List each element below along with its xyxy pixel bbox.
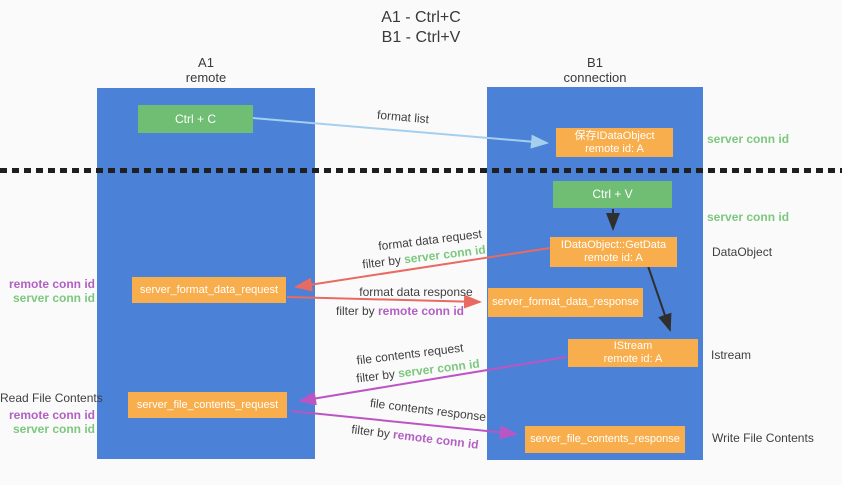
lane-a-subtitle: remote xyxy=(185,70,227,85)
format-request-label: server_format_data_request xyxy=(139,283,279,296)
ctrl-c-label: Ctrl + C xyxy=(174,111,216,126)
right-istream-label: Istream xyxy=(711,348,752,362)
filter-by-text: filter by xyxy=(350,422,395,442)
getdata-line2: remote id: A xyxy=(584,252,643,264)
left-remote-conn-id-upper: remote conn id xyxy=(8,277,95,291)
left-server-conn-id-upper: server conn id xyxy=(12,291,95,305)
lane-a-header: A1 remote xyxy=(97,55,315,85)
lane-b-name: B1 xyxy=(587,55,603,70)
istream-line2: remote id: A xyxy=(603,353,663,365)
label-format-list: format list xyxy=(376,107,430,127)
dotted-divider-line xyxy=(0,168,842,173)
node-istream: IStream remote id: A xyxy=(568,339,698,367)
label-format-data-response: format data response xyxy=(359,285,473,299)
node-idataobject-getdata: IDataObject::GetData remote id: A xyxy=(550,237,677,267)
save-idataobject-line1: 保存IDataObject xyxy=(574,129,655,142)
getdata-line1: IDataObject::GetData xyxy=(560,239,667,251)
title-line-1: A1 - Ctrl+C xyxy=(381,9,461,26)
node-save-idataobject: 保存IDataObject remote id: A xyxy=(556,128,673,157)
left-server-conn-id-lower: server conn id xyxy=(12,422,95,436)
node-server-file-contents-response: server_file_contents_response xyxy=(525,426,685,453)
label-filter-by-remote-conn-id-1: filter by remote conn id xyxy=(336,304,464,318)
right-server-conn-id-top: server conn id xyxy=(707,132,790,146)
write-file-contents-label: Write File Contents xyxy=(712,431,814,445)
node-server-file-contents-request: server_file_contents_request xyxy=(128,392,287,418)
remote-conn-id-text: remote conn id xyxy=(378,304,465,318)
title-line-2: B1 - Ctrl+V xyxy=(381,29,461,46)
save-idataobject-line2: remote id: A xyxy=(585,142,644,155)
left-remote-conn-id-lower: remote conn id xyxy=(8,408,95,422)
filter-by-text: filter by xyxy=(355,366,399,386)
filter-by-text: filter by xyxy=(361,252,405,272)
node-ctrl-c: Ctrl + C xyxy=(138,105,253,133)
ctrl-v-label: Ctrl + V xyxy=(592,187,633,201)
lane-b-subtitle: connection xyxy=(563,70,627,85)
left-label-block-lower: Read File Contents remote conn id server… xyxy=(0,391,103,436)
label-file-contents-response: file contents response xyxy=(369,395,487,425)
istream-line1: IStream xyxy=(613,340,653,352)
right-server-conn-id-mid: server conn id xyxy=(707,210,790,224)
right-dataobject-label: DataObject xyxy=(712,245,773,259)
diagram-title: A1 - Ctrl+C B1 - Ctrl+V xyxy=(0,8,842,48)
format-response-label: server_format_data_response xyxy=(492,296,639,308)
node-server-format-data-request: server_format_data_request xyxy=(132,277,286,303)
file-request-label: server_file_contents_request xyxy=(136,398,279,411)
left-conn-id-block-upper: remote conn id server conn id xyxy=(0,277,95,305)
node-ctrl-v: Ctrl + V xyxy=(553,181,672,208)
lane-a-name: A1 xyxy=(198,55,214,70)
file-response-label: server_file_contents_response xyxy=(530,433,680,445)
remote-conn-id-text: remote conn id xyxy=(392,427,480,452)
filter-by-text: filter by xyxy=(335,304,378,318)
read-file-contents-label: Read File Contents xyxy=(0,391,103,405)
node-server-format-data-response: server_format_data_response xyxy=(488,288,643,317)
lane-b-header: B1 connection xyxy=(487,55,703,85)
label-filter-by-remote-conn-id-2: filter by remote conn id xyxy=(351,422,480,451)
